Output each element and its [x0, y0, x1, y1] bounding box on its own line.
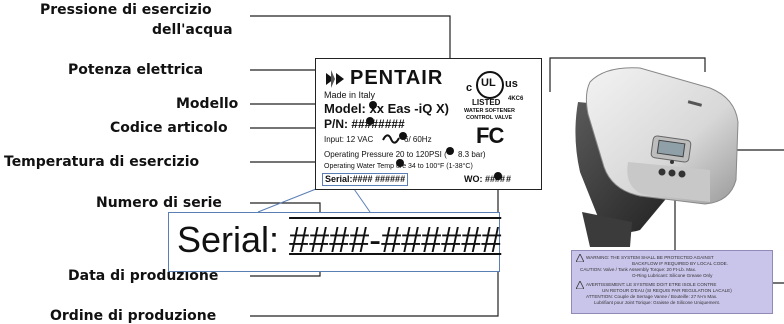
- warning-triangle-icon: [576, 254, 584, 262]
- callout-pressione-line1: Pressione di esercizio: [40, 2, 212, 18]
- listed-code: 4KC6: [508, 96, 524, 102]
- ul-mark: UL: [481, 77, 496, 89]
- serial-zoom-text: Serial: ####-######: [177, 219, 501, 261]
- ul-c: c: [466, 82, 473, 94]
- callout-potenza: Potenza elettrica: [68, 62, 204, 78]
- leader-product-top: [549, 57, 706, 92]
- serial-small: Serial:#### ######: [322, 173, 409, 186]
- wo-text: WO: ####: [464, 174, 506, 184]
- dot-temperatura: [396, 159, 404, 167]
- pressure-end: 8.3 bar): [458, 150, 486, 159]
- serial-zoom-prefix: Serial:: [177, 219, 290, 260]
- warning-label: WARNING: THE SYSTEM SHALL BE PROTECTED A…: [571, 250, 773, 314]
- warning-line1: WARNING: THE SYSTEM SHALL BE PROTECTED A…: [586, 255, 714, 260]
- callout-numero-serie: Numero di serie: [96, 195, 222, 211]
- made-in: Made in Italy: [324, 90, 376, 100]
- warning-line5: AVERTISSEMENT: LE SYSTEME DOIT ETRE ISOL…: [586, 282, 717, 287]
- warning-line6: UN RETOUR D'EAU (SI REQUIS PAR REGULATIO…: [602, 288, 732, 293]
- dot-modello: [369, 101, 377, 109]
- ac-wave-icon: [382, 134, 400, 144]
- rating-plate: PENTAIR Made in Italy Model: xx Eas -iQ …: [315, 58, 542, 190]
- listed-text: LISTED: [472, 98, 501, 107]
- dot-ordine: [494, 172, 502, 180]
- warning-triangle-icon-fr: [576, 281, 584, 289]
- zoom-line-right: [353, 188, 371, 213]
- wo-end: #: [506, 174, 512, 184]
- warning-line2: BACKFLOW IF REQUIRED BY LOCAL CODE.: [632, 261, 728, 266]
- zoom-line-left: [257, 188, 317, 213]
- warning-line7: ATTENTION: Couple de Serrage Vanne / Bou…: [586, 294, 718, 299]
- dot-potenza: [399, 132, 407, 140]
- model-text: Model: xx Eas -iQ X): [324, 101, 449, 116]
- warning-line4: O-Ring Lubricant: Silicone Grease Only: [632, 273, 713, 278]
- ul-logo-icon: UL: [476, 71, 504, 99]
- softener-line1: WATER SOFTENER: [464, 108, 515, 114]
- callout-codice: Codice articolo: [110, 120, 228, 136]
- part-number: P/N: ########: [324, 117, 405, 131]
- warning-line8: Lubrifiant pour Joint Torique: Graisse d…: [594, 300, 721, 305]
- pentair-logo-icon: [326, 70, 344, 88]
- fc-mark-icon: FC: [476, 123, 504, 148]
- brand-name: PENTAIR: [350, 67, 444, 89]
- pressure-text: Operating Pressure 20 to 120PSI (: [324, 150, 447, 159]
- callout-data-produzione: Data di produzione: [68, 268, 219, 284]
- warning-line3: CAUTION: Valve / Tank Assembly Torque: 2…: [580, 267, 697, 272]
- valve-product-image: [575, 67, 739, 247]
- serial-zoom-value: ####-######: [289, 219, 502, 260]
- input-freq: 6/ 60Hz: [404, 135, 432, 144]
- softener-line2: CONTROL VALVE: [466, 115, 513, 121]
- dot-codice: [366, 117, 374, 125]
- ul-us: us: [505, 78, 518, 90]
- input-text: Input: 12 VAC: [324, 135, 374, 144]
- leader-numero-serie: [250, 202, 321, 212]
- callout-pressione-line2: dell'acqua: [152, 22, 233, 38]
- callout-temperatura: Temperatura di esercizio: [4, 154, 200, 170]
- callout-ordine-produzione: Ordine di produzione: [50, 308, 217, 324]
- dot-pressione: [446, 147, 454, 155]
- serial-zoom-box: Serial: ####-######: [168, 212, 501, 272]
- callout-modello: Modello: [176, 96, 239, 112]
